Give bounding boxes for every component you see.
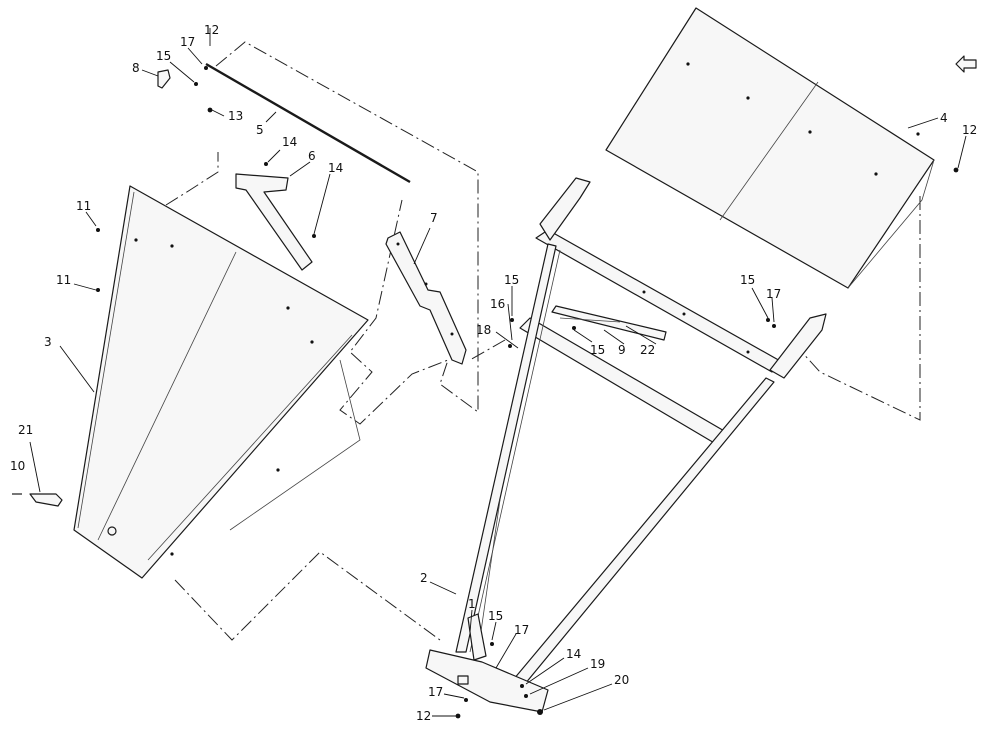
callout-17: 17: [428, 685, 443, 699]
callout-10: 10: [10, 459, 25, 473]
main-frame-2: [425, 177, 827, 713]
callout-15: 15: [504, 273, 519, 287]
callout-14: 14: [282, 135, 297, 149]
callout-18: 18: [476, 323, 491, 337]
callout-8: 8: [132, 61, 140, 75]
callout-9: 9: [618, 343, 626, 357]
callout-3: 3: [44, 335, 52, 349]
clip-8: [157, 69, 171, 89]
cover-panel-4: [605, 7, 935, 289]
callout-15: 15: [590, 343, 605, 357]
callout-20: 20: [614, 673, 629, 687]
direction-arrow-icon: [955, 55, 977, 73]
callout-4: 4: [940, 111, 948, 125]
callout-14: 14: [566, 647, 581, 661]
latch-21: [29, 493, 63, 507]
callout-12: 12: [204, 23, 219, 37]
callout-11: 11: [56, 273, 71, 287]
hardware: [12, 66, 959, 719]
deflector-panel: [73, 185, 369, 579]
callout-17: 17: [180, 35, 195, 49]
callout-22: 22: [640, 343, 655, 357]
leader-lines: [29, 28, 967, 717]
callout-2: 2: [420, 571, 428, 585]
callout-14: 14: [328, 161, 343, 175]
callout-12: 12: [962, 123, 977, 137]
callout-15: 15: [488, 609, 503, 623]
callout-17: 17: [514, 623, 529, 637]
bracket-6: [235, 173, 313, 271]
callout-5: 5: [256, 123, 264, 137]
callout-1: 1: [468, 597, 476, 611]
callout-13: 13: [228, 109, 243, 123]
rod-5: [205, 62, 411, 184]
callout-19: 19: [590, 657, 605, 671]
callout-7: 7: [430, 211, 438, 225]
callout-11: 11: [76, 199, 91, 213]
callout-15: 15: [740, 273, 755, 287]
callout-17: 17: [766, 287, 781, 301]
bar-9: [551, 305, 667, 341]
callout-15: 15: [156, 49, 171, 63]
assembly-lines: [165, 41, 921, 641]
callout-12: 12: [416, 709, 431, 723]
strip-7: [385, 231, 467, 365]
callout-21: 21: [18, 423, 33, 437]
callout-6: 6: [308, 149, 316, 163]
callout-16: 16: [490, 297, 505, 311]
callout-labels: 12 17 15 8 13 5 14 6 14 11 11 3 7 21 10 …: [10, 23, 977, 723]
